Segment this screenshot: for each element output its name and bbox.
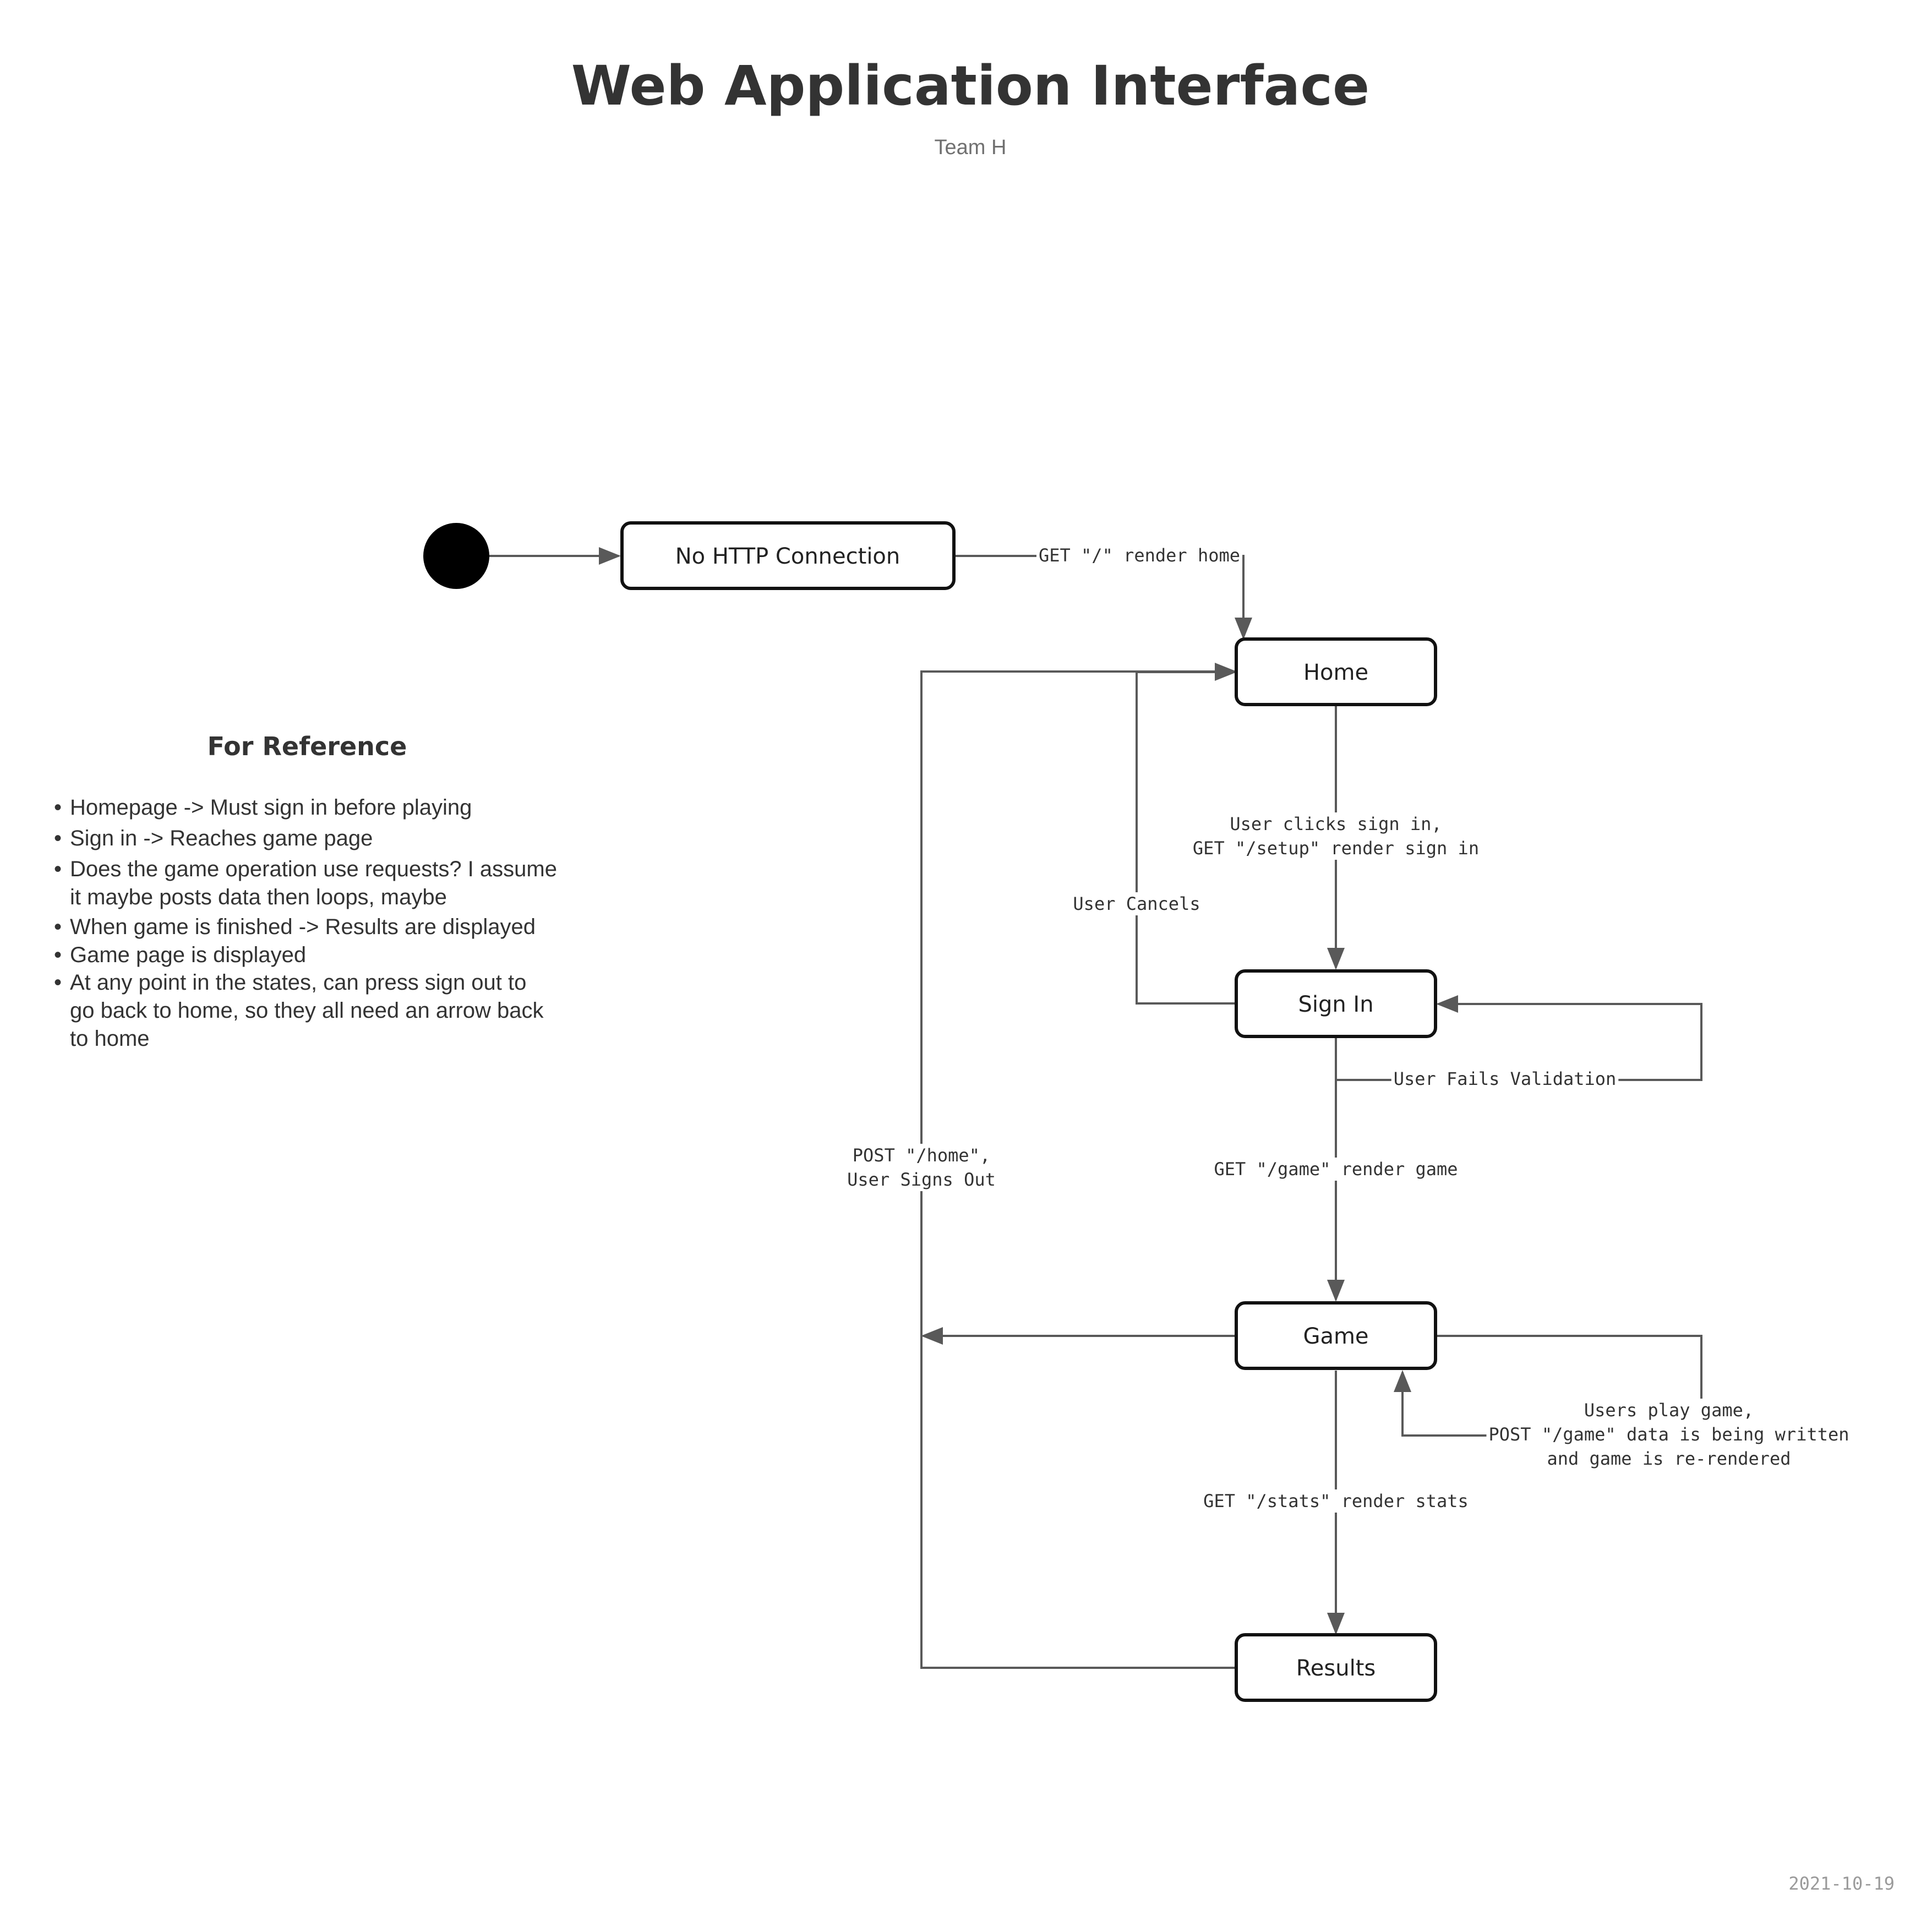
edge-label-get-stats: GET "/stats" render stats	[1201, 1489, 1471, 1513]
reference-bullet: •	[54, 857, 62, 881]
edge-label-line: User Cancels	[1073, 893, 1200, 914]
page-subtitle: Team H	[935, 136, 1007, 159]
reference-item-line: Game page is displayed	[70, 943, 306, 967]
state-results[interactable]: Results	[1235, 1633, 1437, 1702]
edge-label-line: GET "/game" render game	[1214, 1159, 1458, 1180]
reference-item-line: Homepage -> Must sign in before playing	[70, 795, 472, 820]
reference-bullet: •	[54, 915, 62, 939]
reference-bullet: •	[54, 795, 62, 820]
edge-label-line: User Fails Validation	[1394, 1068, 1617, 1089]
reference-item-line: it maybe posts data then loops, maybe	[70, 885, 447, 909]
state-game-label: Game	[1303, 1324, 1368, 1349]
edge-label-line: User Signs Out	[847, 1169, 996, 1190]
edges	[489, 547, 1702, 1669]
reference-bullet: •	[54, 826, 62, 850]
reference-bullet: •	[54, 943, 62, 967]
reference-list: • Homepage -> Must sign in before playing…	[54, 795, 557, 1051]
edge-label-sign-out: POST "/home", User Signs Out	[845, 1144, 998, 1191]
edge-label-play-game: Users play game, POST "/game" data is bei…	[1486, 1399, 1852, 1470]
state-home[interactable]: Home	[1235, 637, 1437, 706]
state-sign-in[interactable]: Sign In	[1235, 969, 1437, 1038]
edge-label-get-game: GET "/game" render game	[1211, 1158, 1460, 1181]
state-no-http-label: No HTTP Connection	[675, 544, 900, 569]
reference-item-line: Does the game operation use requests? I …	[70, 857, 557, 881]
state-game[interactable]: Game	[1235, 1301, 1437, 1370]
reference-item-line: to home	[70, 1027, 150, 1051]
state-no-http[interactable]: No HTTP Connection	[620, 521, 956, 590]
edge-sign-in-self-loop	[1335, 995, 1702, 1081]
diagram-date: 2021-10-19	[1788, 1873, 1895, 1894]
reference-item-line: At any point in the states, can press si…	[70, 970, 526, 995]
edge-label-get-root: GET "/" render home	[1036, 544, 1243, 567]
edge-label-line: POST "/home",	[853, 1145, 990, 1166]
edge-label-line: POST "/game" data is being written	[1488, 1424, 1849, 1445]
edge-label-line: GET "/stats" render stats	[1203, 1491, 1469, 1511]
state-results-label: Results	[1296, 1656, 1376, 1681]
edge-label-line: and game is re-rendered	[1547, 1448, 1791, 1469]
page-title: Web Application Interface	[571, 54, 1369, 118]
state-sign-in-label: Sign In	[1298, 992, 1373, 1017]
edge-label-user-cancels: User Cancels	[1071, 892, 1203, 915]
state-home-label: Home	[1303, 660, 1368, 685]
initial-state	[423, 523, 489, 589]
edge-label-sign-in-click: User clicks sign in, GET "/setup" render …	[1190, 812, 1482, 860]
reference-bullet: •	[54, 970, 62, 995]
edge-no-http-to-home	[955, 555, 1252, 640]
edge-label-line: User clicks sign in,	[1230, 814, 1442, 834]
edge-label-line: GET "/" render home	[1039, 545, 1240, 566]
reference-item-line: go back to home, so they all need an arr…	[70, 998, 544, 1023]
edge-label-fails-validation: User Fails Validation	[1391, 1067, 1619, 1090]
reference-title: For Reference	[208, 732, 407, 761]
reference-item-line: Sign in -> Reaches game page	[70, 826, 373, 850]
edge-label-line: Users play game,	[1584, 1400, 1754, 1421]
edge-label-line: GET "/setup" render sign in	[1193, 838, 1479, 859]
reference-item-line: When game is finished -> Results are dis…	[70, 915, 536, 939]
